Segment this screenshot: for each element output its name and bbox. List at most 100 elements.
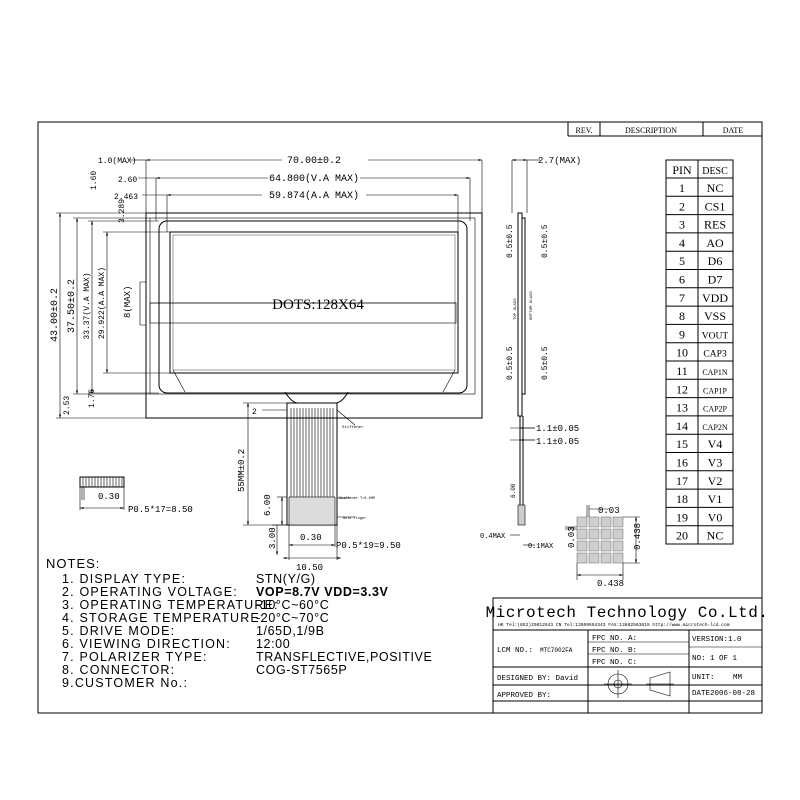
- sheet-no: NO: 1 OF 1: [692, 655, 738, 663]
- dim-side-05a: 0.5±0.5: [506, 224, 515, 258]
- label-top-glass: TOP GLASS: [514, 298, 518, 320]
- pin-desc: VDD: [702, 291, 728, 305]
- pin-number: 20: [676, 529, 688, 543]
- dim-side-8: 8(MAX): [123, 286, 133, 318]
- svg-text:Stiffener T=0.1MM: Stiffener T=0.1MM: [339, 496, 375, 501]
- dim-va-width: 64.800(V.A MAX): [269, 173, 359, 185]
- dim-fpc-width: 10.50: [296, 563, 323, 573]
- note-label: 8. CONNECTOR:: [62, 663, 176, 677]
- pin-desc: VSS: [704, 309, 726, 323]
- rev-header: REV.: [576, 126, 593, 135]
- dim-conn-pitch: P0.5*17=8.50: [128, 505, 193, 515]
- fpc-no-b: FPC NO. B:: [592, 647, 637, 655]
- side-glass-bottom: [521, 217, 526, 395]
- pin-number: 19: [676, 510, 688, 524]
- pin-desc: V3: [708, 456, 723, 470]
- dim-fpc-3: 3.00: [268, 527, 278, 549]
- pin-number: 1: [679, 181, 685, 195]
- dim-top-1: 1.60: [90, 171, 99, 190]
- dim-side-04: 0.4MAX: [480, 533, 506, 541]
- note-value: TRANSFLECTIVE,POSITIVE: [256, 650, 433, 664]
- pin-header: PIN: [672, 163, 692, 177]
- pin-desc: D6: [708, 254, 723, 268]
- pin-number: 5: [679, 254, 685, 268]
- dim-dots-0438b: 0.438: [597, 579, 624, 589]
- svg-text:Gold Finger: Gold Finger: [343, 516, 366, 521]
- dim-dots-0438a: 0.438: [633, 523, 643, 550]
- pin-number: 14: [676, 419, 688, 433]
- pin-desc: V2: [708, 474, 723, 488]
- aa-outline: [169, 231, 459, 374]
- dim-dots-003: 0.03: [598, 506, 620, 516]
- pin-number: 3: [679, 218, 685, 232]
- pin-number: 6: [679, 273, 685, 287]
- dim-total-height: 43.00±0.2: [50, 288, 61, 342]
- pin-desc: V4: [708, 437, 723, 451]
- note-label: 9.CUSTOMER No.:: [62, 676, 189, 690]
- dim-fpc-length: 55MM±0.2: [237, 449, 247, 492]
- dim-side-thickness: 2.7(MAX): [538, 156, 581, 166]
- note-label: 6. VIEWING DIRECTION:: [62, 637, 231, 651]
- dim-height-2: 37.50±0.2: [67, 279, 78, 333]
- dim-side-05d: 0.5±0.5: [541, 346, 550, 380]
- pin-number: 8: [679, 309, 685, 323]
- pin-desc: CAP2P: [703, 405, 728, 414]
- date-header: DATE: [723, 126, 744, 135]
- note-label: 1. DISPLAY TYPE:: [62, 572, 187, 586]
- description-header: DESCRIPTION: [625, 126, 677, 135]
- pin-desc: CAP1N: [702, 368, 728, 377]
- company-contact: HK Tel:(852)29012643 CN Tel:13509694343 …: [498, 622, 730, 628]
- dim-side-05c: 0.5±0.5: [506, 346, 515, 380]
- pin-number: 11: [676, 364, 688, 378]
- aa-inner: [172, 234, 456, 371]
- version: VERSION:1.0: [692, 636, 742, 644]
- dim-top-2: 3.289: [118, 199, 127, 223]
- pin-number: 13: [676, 401, 688, 415]
- display-dots-label: DOTS:128X64: [272, 297, 364, 313]
- pin-table: PIN DESC: [665, 159, 734, 545]
- pin-desc: RES: [704, 218, 726, 232]
- note-value: 1/65D,1/9B: [256, 624, 325, 638]
- pin-number: 7: [679, 291, 685, 305]
- unit-value: MM: [733, 674, 743, 682]
- pin-desc: VOUT: [702, 331, 729, 341]
- dim-va-height: 33.37(V.A MAX): [83, 272, 92, 339]
- note-label: 4. STORAGE TEMPERATURE:: [62, 611, 265, 625]
- pin-desc: NC: [707, 181, 724, 195]
- pin-number: 16: [676, 456, 688, 470]
- fpc-no-c: FPC NO. C:: [592, 659, 637, 667]
- pin-number: 12: [676, 382, 688, 396]
- projection-symbol: [604, 670, 674, 698]
- dim-side-01: 0.1MAX: [528, 543, 554, 551]
- connector-detail: 0.30 P0.5*17=8.50: [79, 476, 193, 515]
- dim-dots-003b: 0.03: [567, 526, 577, 548]
- side-view: 2.7(MAX) 0.5±0.5 0.5±0.5 0.5±0.5 0.5±0.5…: [480, 156, 581, 551]
- dim-conn-030: 0.30: [98, 492, 120, 502]
- unit-label: UNIT:: [692, 674, 715, 682]
- pin-desc: D7: [708, 273, 723, 287]
- dim-left-2: 2.60: [118, 176, 137, 185]
- dim-bottom-2: 1.76: [88, 389, 97, 408]
- desc-header: DESC: [702, 166, 728, 177]
- approved-by: APPROVED BY:: [497, 692, 551, 700]
- fpc-no-a: FPC NO. A:: [592, 635, 637, 643]
- notes-heading: NOTES:: [46, 556, 101, 571]
- note-value: -20°C~70°C: [256, 611, 330, 625]
- dim-total-width: 70.00±0.2: [287, 156, 341, 167]
- dim-fpc-030: 0.30: [300, 533, 322, 543]
- revision-table: REV. DESCRIPTION DATE: [567, 122, 762, 137]
- company-name: Microtech Technology Co.Ltd.: [486, 604, 769, 622]
- lcm-no-label: LCM NO.:: [497, 647, 533, 655]
- dim-side-05b: 0.5±0.5: [541, 224, 550, 258]
- pin-desc: V0: [708, 510, 723, 524]
- pin-desc: NC: [707, 529, 724, 543]
- pin-number: 15: [676, 437, 688, 451]
- dim-fpc-2: 2: [252, 408, 257, 417]
- pin-desc: CAP1P: [703, 386, 728, 395]
- dim-fpc-pitch: P0.5*19=9.50: [336, 541, 401, 551]
- dim-aa-width: 59.874(A.A MAX): [269, 190, 359, 202]
- pin-number: 17: [676, 474, 688, 488]
- module-outline: [145, 212, 483, 419]
